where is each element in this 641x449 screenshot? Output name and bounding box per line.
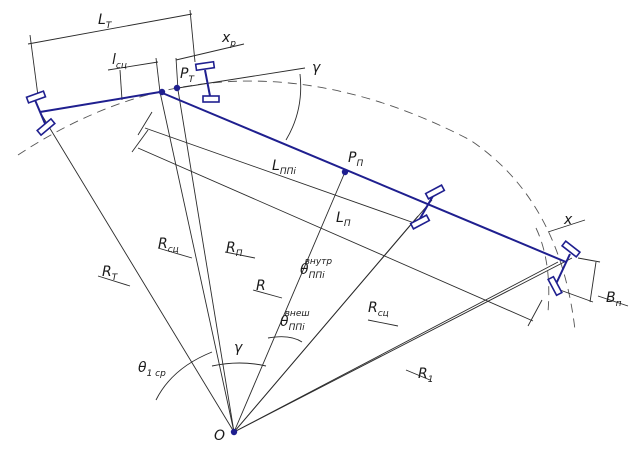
point-Pp [341, 168, 349, 176]
gamma-bottom-arc [211, 362, 267, 367]
label-R1: R1 [418, 366, 433, 385]
theta-outer-arc [267, 336, 303, 343]
wheels [25, 60, 582, 297]
radius-R1 [233, 257, 573, 433]
label-theta-outer: θППівнеш [280, 309, 310, 333]
dim-Lppi [137, 111, 421, 226]
label-Lppi: LППі [272, 158, 296, 177]
dim-x [547, 219, 586, 233]
label-Rsc-left: Rсц [158, 236, 179, 255]
wheel-tractor-rear-top [25, 90, 47, 104]
label-Rsc-right: Rсц [368, 300, 389, 319]
dim-Bp [559, 257, 601, 303]
dim-Lp [131, 129, 543, 327]
radius-Rsc-left [159, 91, 235, 433]
wheel-tractor-rear-bottom [36, 117, 56, 137]
wheel-trailer-rear-top [560, 239, 582, 259]
radius-Rsc-right [233, 261, 559, 433]
hitch-point [158, 88, 166, 96]
label-LT: LT [98, 12, 113, 31]
radius-Rp [177, 89, 235, 433]
theta1-arc [155, 351, 213, 401]
radius-outer-wheel [233, 199, 433, 433]
label-PT: PT [180, 66, 195, 85]
wheel-trailer-front-bottom [409, 214, 431, 230]
wheel-tractor-front-top [194, 60, 216, 72]
label-O: O [214, 428, 225, 444]
wheel-tractor-front-bottom [202, 95, 220, 103]
dim-xp [175, 43, 245, 91]
dim-lsc [107, 57, 161, 101]
tractor-body [39, 91, 161, 113]
label-xp: xp [221, 30, 236, 49]
label-x: x [563, 212, 573, 228]
radius-R [233, 171, 346, 433]
turning-arc [17, 80, 576, 331]
label-RT: RT [102, 264, 119, 283]
wheel-trailer-front-top [424, 184, 446, 200]
label-gamma-bottom: γ [234, 340, 243, 356]
label-lsc: lсц [112, 52, 127, 71]
label-theta-inner: θППівнутр [300, 257, 332, 281]
tractor-rear-axle [34, 99, 47, 127]
label-Bp: Bп [606, 290, 622, 309]
tractor-front-axle [204, 69, 211, 97]
label-Rp: RП [226, 240, 243, 259]
gamma-top-arc [285, 73, 302, 141]
label-R: R [256, 278, 266, 294]
rear-arc [535, 227, 550, 313]
tractor-axis-extension [177, 67, 306, 89]
label-gamma-top: γ [312, 60, 321, 76]
wheel-trailer-rear-bottom [547, 275, 563, 297]
dim-LT [27, 9, 196, 97]
point-O [230, 428, 238, 436]
label-Lp: LП [336, 210, 351, 229]
label-Pp: PП [348, 150, 363, 169]
label-leaders [97, 247, 629, 381]
radius-RT [39, 111, 235, 433]
point-PT [173, 84, 181, 92]
trailer-rear-axle [555, 253, 571, 285]
label-theta1: θ1 ср [138, 360, 166, 379]
trailer-body [159, 91, 567, 263]
